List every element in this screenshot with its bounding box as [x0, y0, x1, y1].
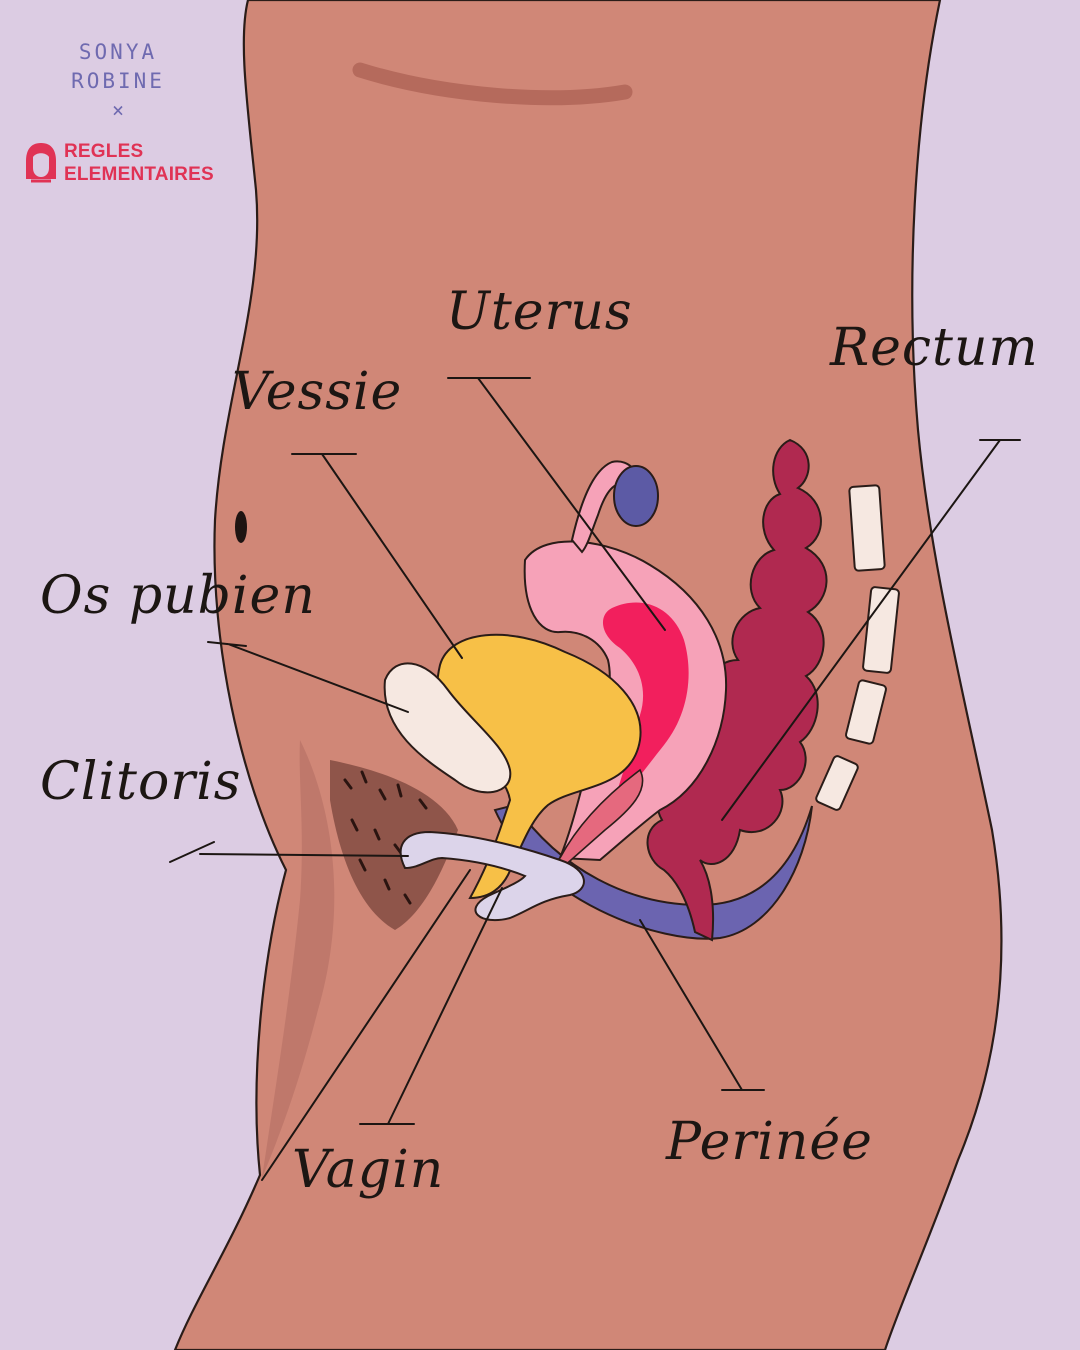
author-credit: SONYA ROBINE × — [58, 38, 178, 125]
woman-head-icon — [26, 143, 56, 183]
thigh-shading — [262, 740, 335, 1178]
navel — [235, 511, 247, 543]
label-os-pubien: Os pubien — [40, 566, 316, 626]
author-first-name: SONYA — [78, 40, 158, 64]
label-clitoris: Clitoris — [40, 752, 242, 812]
pubic-hair — [330, 760, 458, 930]
rectum-shape — [646, 438, 828, 942]
label-rectum: Rectum — [830, 318, 1039, 378]
pubic-bone-shape — [383, 662, 512, 794]
sacrum — [815, 484, 900, 811]
label-uterus: Uterus — [446, 282, 633, 342]
collab-separator: × — [111, 98, 125, 122]
brand-name-line1: REGLES — [64, 141, 144, 162]
belly-crease — [352, 62, 633, 106]
author-last-name: ROBINE — [71, 69, 165, 93]
label-vessie: Vessie — [232, 362, 403, 422]
brand-name-line2: ELEMENTAIRES — [64, 164, 214, 185]
clitoris-shape — [399, 830, 585, 922]
label-vagin: Vagin — [292, 1140, 445, 1200]
brand-logo: REGLES ELEMENTAIRES — [24, 140, 214, 186]
ovary — [613, 465, 659, 527]
brand-name: REGLES ELEMENTAIRES — [64, 140, 214, 186]
uterus-inner-shape — [602, 602, 689, 808]
label-perinee: Perinée — [666, 1112, 873, 1172]
leader-lines — [169, 377, 1021, 1181]
perineum-shape — [493, 803, 813, 940]
